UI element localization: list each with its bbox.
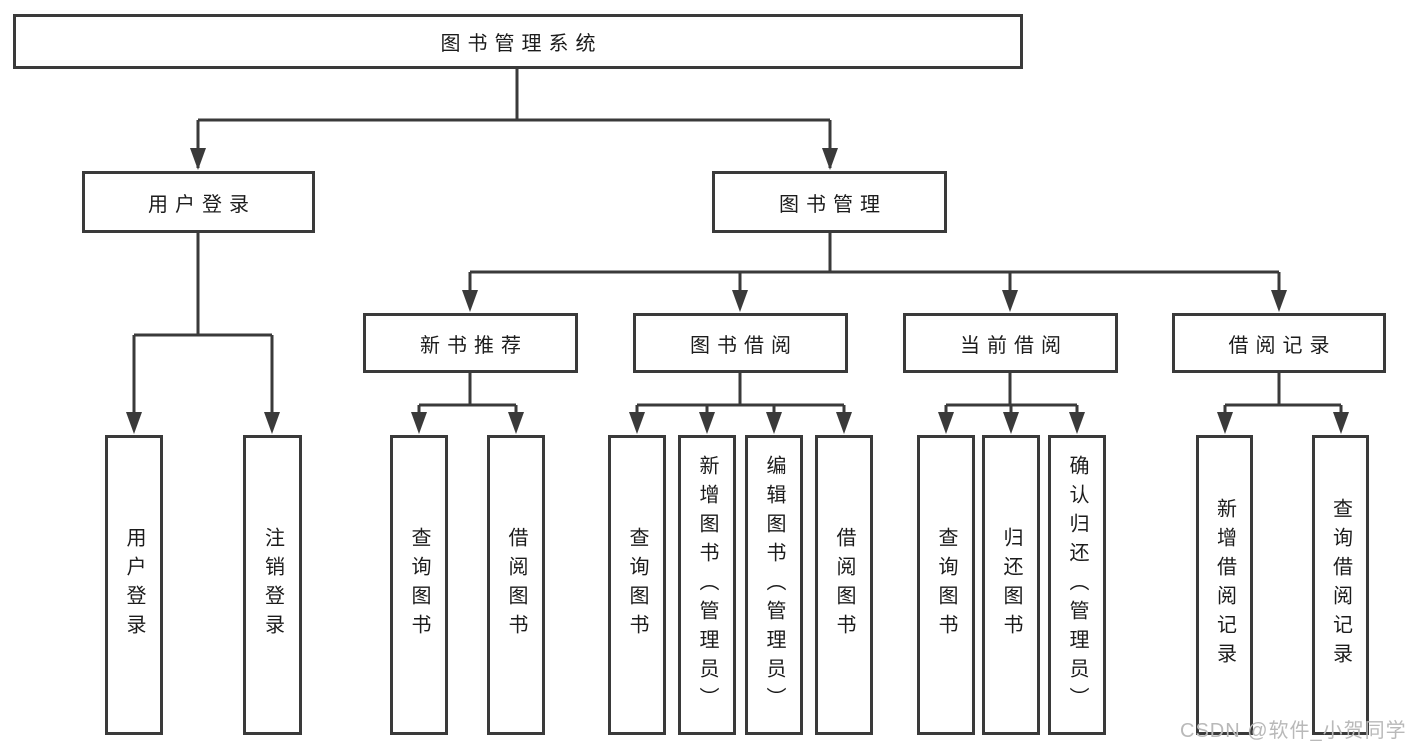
node-label: 借阅图书 <box>833 527 855 643</box>
node-book-management: 图书管理 <box>712 171 947 233</box>
node-label: 图书管理系统 <box>440 33 603 55</box>
node-leaf-query-books-recommend: 查询图书 <box>390 435 448 735</box>
node-leaf-query-books-borrow: 查询图书 <box>608 435 666 735</box>
watermark: CSDN @软件_小贺同学 <box>1180 720 1405 742</box>
node-label: 确认归还（管理员） <box>1066 454 1088 716</box>
node-leaf-borrow-books-recommend: 借阅图书 <box>487 435 545 735</box>
node-leaf-logout: 注销登录 <box>243 435 302 735</box>
node-library-management-system: 图书管理系统 <box>13 14 1023 69</box>
node-label: 查询图书 <box>935 527 957 643</box>
arrowheads <box>126 148 1349 434</box>
node-label: 用户登录 <box>123 527 145 643</box>
node-borrowing-records: 借阅记录 <box>1172 313 1386 373</box>
node-label: 新增图书（管理员） <box>696 454 718 716</box>
node-user-login: 用户登录 <box>82 171 315 233</box>
node-label: 图书管理 <box>779 193 887 216</box>
node-new-book-recommend: 新书推荐 <box>363 313 578 373</box>
node-label: 注销登录 <box>261 527 284 643</box>
node-label: 借阅图书 <box>505 527 527 643</box>
node-label: 归还图书 <box>1000 527 1022 643</box>
node-leaf-borrow-books: 借阅图书 <box>815 435 873 735</box>
node-current-borrowing: 当前借阅 <box>903 313 1118 373</box>
node-leaf-add-book-admin: 新增图书（管理员） <box>678 435 736 735</box>
node-leaf-return-books: 归还图书 <box>982 435 1040 735</box>
node-label: 用户登录 <box>148 193 256 216</box>
node-label: 编辑图书（管理员） <box>763 454 785 716</box>
node-label: 图书借阅 <box>690 334 798 357</box>
node-leaf-edit-book-admin: 编辑图书（管理员） <box>745 435 803 735</box>
node-label: 新增借阅记录 <box>1213 498 1236 672</box>
node-label: 借阅记录 <box>1228 334 1337 357</box>
node-book-borrowing: 图书借阅 <box>633 313 848 373</box>
node-leaf-user-login: 用户登录 <box>105 435 163 735</box>
node-label: 新书推荐 <box>420 334 528 357</box>
node-leaf-confirm-return-admin: 确认归还（管理员） <box>1048 435 1106 735</box>
node-leaf-add-borrow-record: 新增借阅记录 <box>1196 435 1253 735</box>
node-label: 当前借阅 <box>960 334 1068 357</box>
node-label: 查询借阅记录 <box>1329 498 1352 672</box>
connector-strokes <box>196 69 832 168</box>
node-leaf-query-borrow-record: 查询借阅记录 <box>1312 435 1369 735</box>
node-label: 查询图书 <box>626 527 648 643</box>
node-leaf-query-books-current: 查询图书 <box>917 435 975 735</box>
node-label: 查询图书 <box>408 527 430 643</box>
